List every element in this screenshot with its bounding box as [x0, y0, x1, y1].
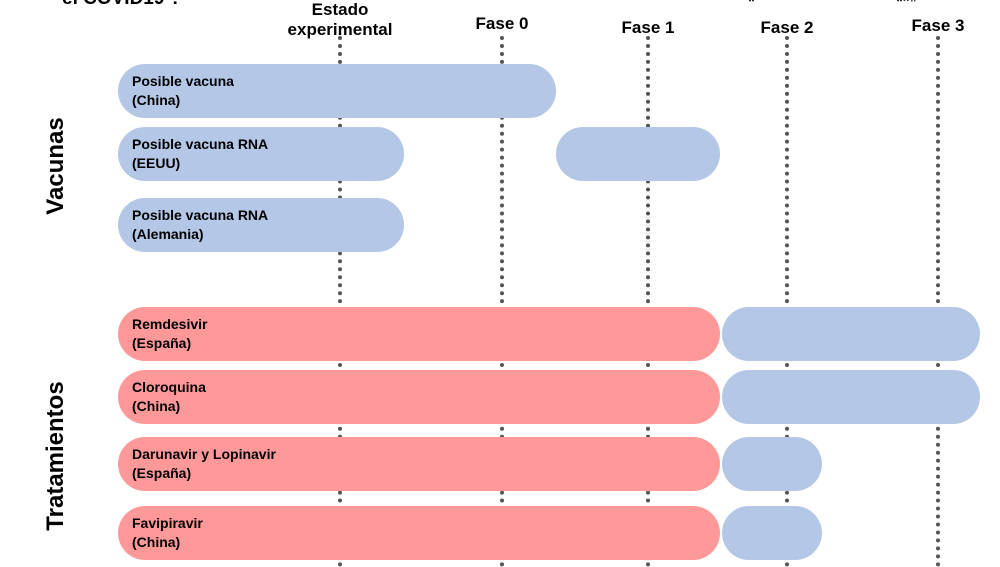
phase-line-fase3: [936, 36, 940, 567]
row-7-segment-2: [722, 506, 822, 560]
row-label: Darunavir y Lopinavir (España): [132, 445, 276, 483]
diagram-title-partial: el COVID19 ?: [62, 0, 181, 10]
row-7-segment-1: Favipiravir (China): [118, 506, 720, 560]
top-fragment-2: “″”: [896, 0, 917, 10]
phase-label-fase1: Fase 1: [621, 18, 675, 37]
row-origin: (España): [132, 335, 192, 351]
row-label: Posible vacuna RNA (Alemania): [132, 206, 268, 244]
phase-label-fase3: Fase 3: [911, 16, 965, 35]
row-label: Posible vacuna RNA (EEUU): [132, 135, 268, 173]
row-name: Posible vacuna RNA: [132, 136, 269, 152]
row-origin: (China): [132, 398, 181, 414]
phase-line-fase2: [785, 36, 789, 567]
row-label: Remdesivir (España): [132, 315, 207, 353]
row-5-segment-1: Cloroquina (China): [118, 370, 720, 424]
row-name: Cloroquina: [132, 379, 206, 395]
row-origin: (China): [132, 534, 181, 550]
row-6-segment-1: Darunavir y Lopinavir (España): [118, 437, 720, 491]
row-name: Posible vacuna: [132, 73, 234, 89]
phase-label-fase0: Fase 0: [475, 14, 529, 33]
row-origin: (EEUU): [132, 155, 181, 171]
phase-line-fase1: [646, 36, 650, 567]
row-2-segment-2: [556, 127, 720, 181]
row-5-segment-2: [722, 370, 980, 424]
row-label: Favipiravir (China): [132, 514, 203, 552]
top-fragment-1: “: [748, 0, 755, 10]
row-name: Favipiravir: [132, 515, 203, 531]
group-label-tratamientos: Tratamientos: [42, 381, 69, 531]
phase-line-fase0: [500, 36, 504, 567]
row-6-segment-2: [722, 437, 822, 491]
row-2-segment-1: Posible vacuna RNA (EEUU): [118, 127, 404, 181]
group-label-vacunas: Vacunas: [42, 117, 69, 215]
row-4-segment-1: Remdesivir (España): [118, 307, 720, 361]
row-name: Remdesivir: [132, 316, 208, 332]
row-label: Cloroquina (China): [132, 378, 206, 416]
phase-line-estado: [338, 36, 342, 567]
row-name: Darunavir y Lopinavir: [132, 446, 276, 462]
row-4-segment-2: [722, 307, 980, 361]
row-3-segment-1: Posible vacuna RNA (Alemania): [118, 198, 404, 252]
phase-label-fase2: Fase 2: [760, 18, 814, 37]
row-name: Posible vacuna RNA: [132, 207, 269, 223]
row-origin: (España): [132, 465, 192, 481]
row-label: Posible vacuna (China): [132, 72, 234, 110]
row-origin: (China): [132, 92, 181, 108]
row-origin: (Alemania): [132, 226, 204, 242]
row-1-segment-1: Posible vacuna (China): [118, 64, 556, 118]
